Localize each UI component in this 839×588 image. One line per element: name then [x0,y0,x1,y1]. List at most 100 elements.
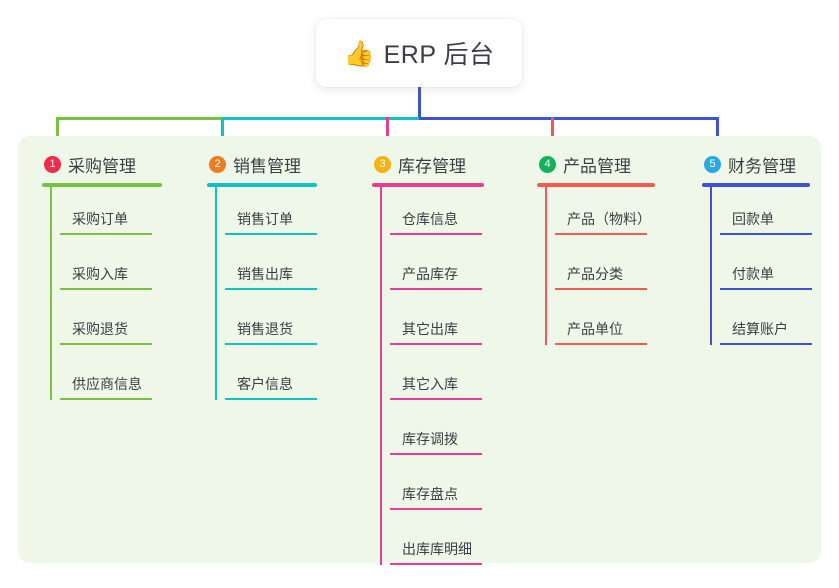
leaf-item-underline [60,343,152,345]
leaf-item-label: 采购入库 [72,266,128,282]
branch-title-3: 库存管理 [398,156,466,176]
leaf-item-underline [60,398,152,400]
branch-header-2[interactable]: 2 销售管理 [207,149,317,179]
leaf-item[interactable]: 其它出库 [390,297,482,345]
branch-underline-2 [207,183,317,187]
leaf-item-underline [225,233,317,235]
leaf-item-label: 产品单位 [567,321,623,337]
leaf-item-label: 其它出库 [402,321,458,337]
branch-spine-3 [380,187,382,565]
leaf-item-label: 销售退货 [237,321,293,337]
leaf-item[interactable]: 客户信息 [225,352,317,400]
leaf-item-label: 库存盘点 [402,486,458,502]
branches-panel: 1 采购管理采购订单采购入库采购退货供应商信息 2 销售管理销售订单销售出库销售退货客… [18,136,821,565]
leaf-item-underline [390,453,482,455]
leaf-item[interactable]: 付款单 [720,242,812,290]
leaf-item[interactable]: 销售退货 [225,297,317,345]
leaf-item[interactable]: 销售出库 [225,242,317,290]
leaf-item-underline [390,398,482,400]
branch-column-1: 1 采购管理采购订单采购入库采购退货供应商信息 [42,149,162,400]
leaf-item-label: 销售订单 [237,211,293,227]
leaf-item[interactable]: 产品分类 [555,242,647,290]
branch-column-5: 5 财务管理回款单付款单结算账户 [702,149,812,345]
branch-drop-3 [386,117,389,150]
leaf-item-underline [60,288,152,290]
leaf-item[interactable]: 产品（物料） [555,187,651,235]
leaf-item-label: 采购退货 [72,321,128,337]
leaf-item[interactable]: 采购入库 [60,242,152,290]
branch-underline-5 [702,183,810,187]
root-node[interactable]: 👍 ERP 后台 [316,19,522,87]
branch-title-2: 销售管理 [233,156,301,176]
leaf-item-underline [720,343,812,345]
bus-segment-3 [419,117,719,120]
leaf-item-label: 其它入库 [402,376,458,392]
leaf-item-underline [60,233,152,235]
branch-underline-1 [42,183,162,187]
leaf-item-underline [720,288,812,290]
leaf-item-label: 回款单 [732,211,774,227]
leaf-item[interactable]: 库存盘点 [390,462,482,510]
branch-column-2: 2 销售管理销售订单销售出库销售退货客户信息 [207,149,317,400]
leaf-item[interactable]: 出库库明细 [390,517,482,565]
branch-title-4: 产品管理 [563,156,631,176]
branch-title-5: 财务管理 [728,156,796,176]
leaf-item-label: 结算账户 [732,321,788,337]
leaf-item-underline [555,343,647,345]
leaf-item-label: 销售出库 [237,266,293,282]
branch-badge-2: 2 [209,155,226,173]
branch-badge-5: 5 [704,155,721,173]
branch-underline-4 [537,183,655,187]
leaf-item[interactable]: 产品单位 [555,297,647,345]
leaf-item[interactable]: 仓库信息 [390,187,482,235]
branch-underline-3 [372,183,484,187]
branch-header-5[interactable]: 5 财务管理 [702,149,810,179]
leaf-item[interactable]: 采购退货 [60,297,152,345]
leaf-item-label: 付款单 [732,266,774,282]
leaf-item[interactable]: 其它入库 [390,352,482,400]
leaf-item-label: 采购订单 [72,211,128,227]
leaf-item-underline [225,343,317,345]
thumbs-up-icon: 👍 [343,38,375,68]
leaf-item-underline [225,288,317,290]
leaf-item[interactable]: 库存调拨 [390,407,482,455]
branch-drop-1 [56,117,59,150]
branch-title-1: 采购管理 [68,156,136,176]
leaf-item[interactable]: 销售订单 [225,187,317,235]
leaf-item-underline [390,288,482,290]
root-stem [417,87,421,120]
branch-header-1[interactable]: 1 采购管理 [42,149,162,179]
bus-segment-2 [221,117,422,120]
branch-drop-2 [221,117,224,150]
leaf-item[interactable]: 结算账户 [720,297,812,345]
branch-badge-3: 3 [374,155,391,173]
branch-spine-2 [215,187,217,400]
leaf-item-underline [720,233,812,235]
leaf-item[interactable]: 产品库存 [390,242,482,290]
leaf-item-label: 产品（物料） [567,211,651,227]
leaf-item-underline [555,288,647,290]
root-node-label: ERP 后台 [383,41,495,69]
branch-drop-4 [551,117,554,150]
leaf-item[interactable]: 回款单 [720,187,812,235]
branch-spine-1 [50,187,52,400]
leaf-item-label: 出库库明细 [402,541,472,557]
leaf-item-label: 客户信息 [237,376,293,392]
branch-spine-5 [710,187,712,345]
bus-segment-1 [56,117,224,120]
branch-badge-1: 1 [44,155,61,173]
leaf-item[interactable]: 供应商信息 [60,352,152,400]
branch-drop-5 [716,117,719,150]
leaf-item-underline [390,233,482,235]
leaf-item-label: 产品库存 [402,266,458,282]
branch-spine-4 [545,187,547,345]
branch-header-3[interactable]: 3 库存管理 [372,149,484,179]
leaf-item-label: 产品分类 [567,266,623,282]
leaf-item-label: 仓库信息 [402,211,458,227]
leaf-item-underline [225,398,317,400]
leaf-item-underline [390,563,482,565]
leaf-item[interactable]: 采购订单 [60,187,152,235]
